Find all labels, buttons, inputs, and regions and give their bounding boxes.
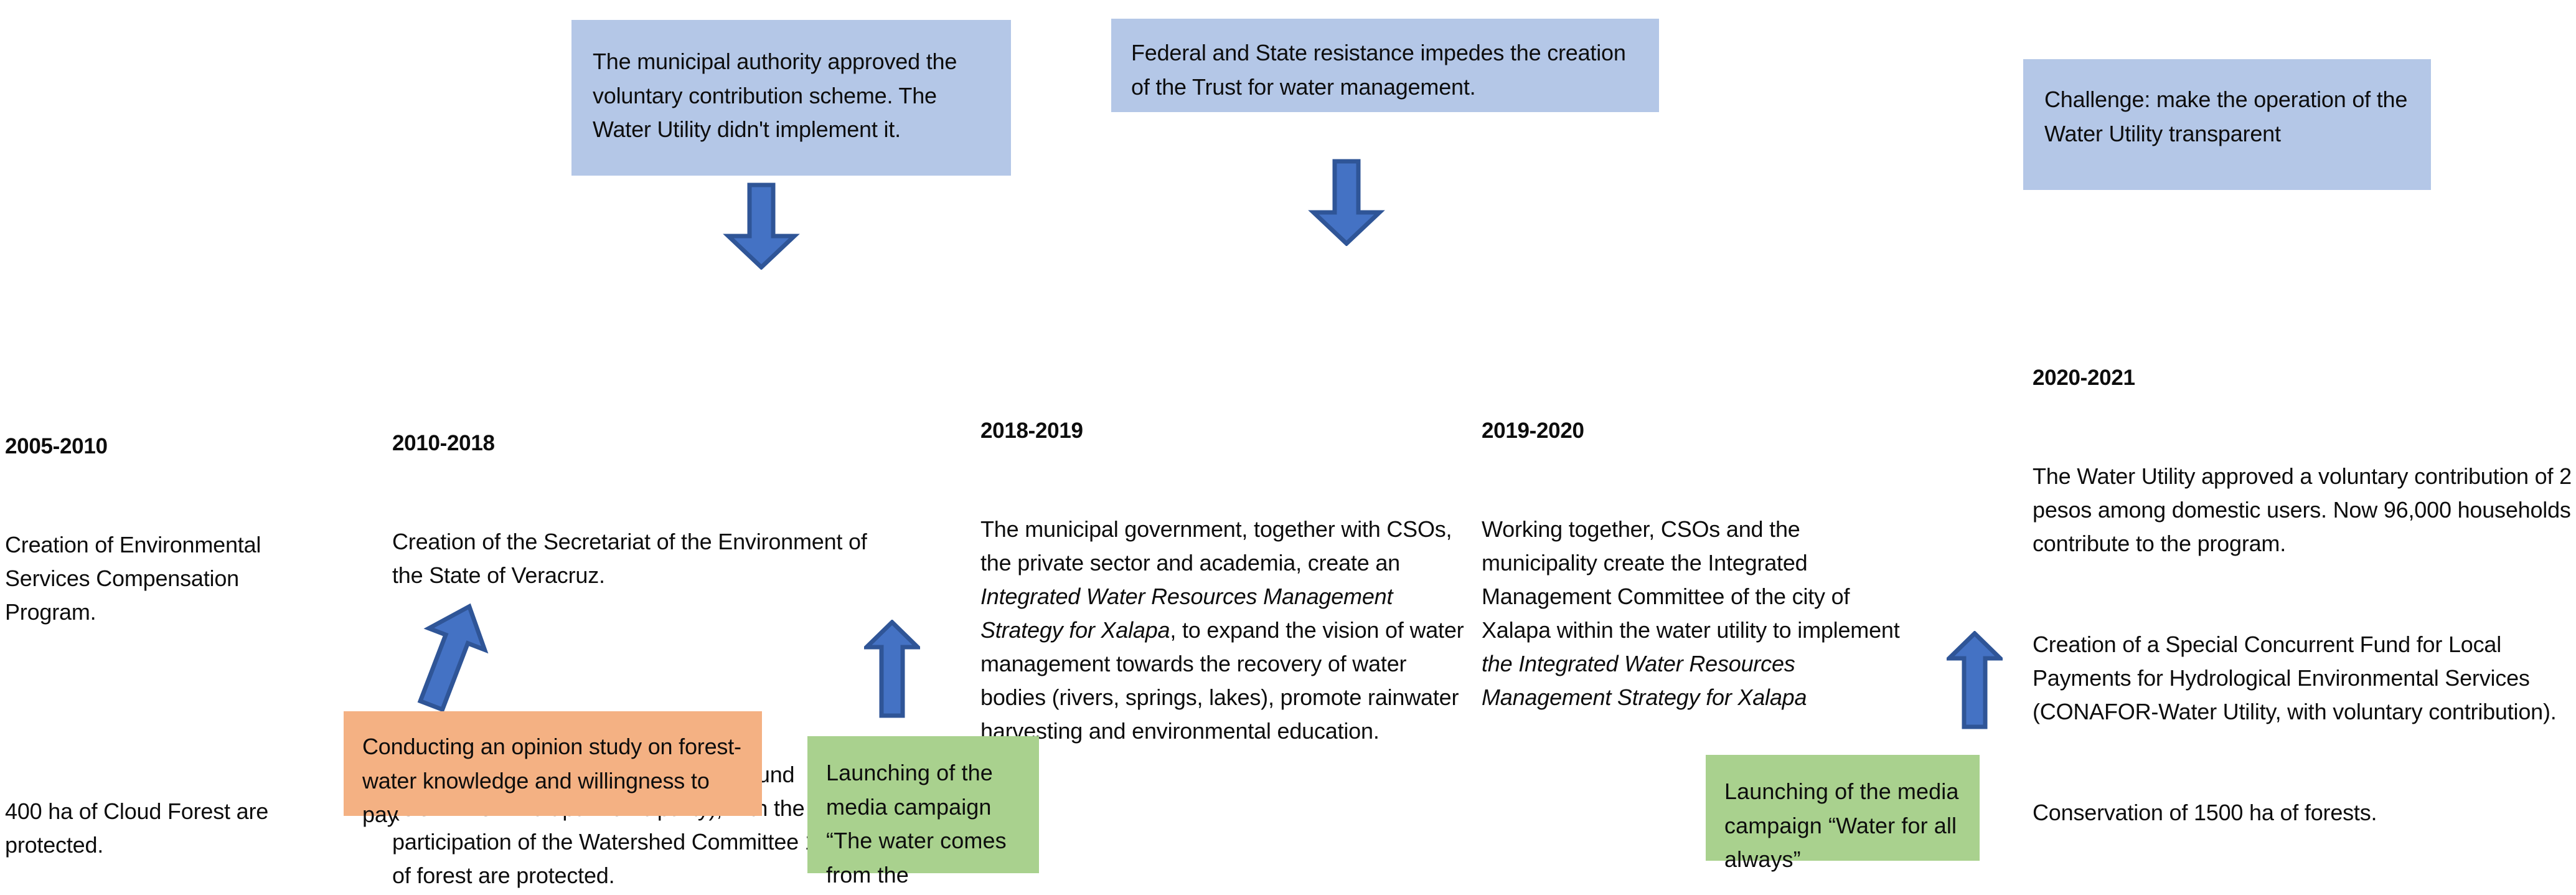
period-title: 2020-2021	[2033, 366, 2135, 390]
period-2005-2010: 2005-2010 Creation of Environmental Serv…	[5, 364, 291, 895]
paragraph-spacer	[5, 696, 291, 727]
italic-strategy-title: the Integrated Water Resources Managemen…	[1482, 651, 1807, 711]
period-title: 2018-2019	[980, 419, 1083, 443]
period-title: 2019-2020	[1482, 419, 1584, 443]
period-2020-2021: 2020-2021 The Water Utility approved a v…	[2033, 296, 2576, 895]
period-paragraph: 400 ha of Cloud Forest are protected.	[5, 798, 275, 858]
period-2018-2019: 2018-2019 The municipal government, toge…	[980, 349, 1472, 815]
period-paragraph: Creation of Environmental Services Compe…	[5, 532, 268, 625]
callout-challenge-transparency: Challenge: make the operation of the Wat…	[2023, 59, 2431, 190]
arrow-up-1	[864, 620, 920, 719]
callout-federal-state-resistance: Federal and State resistance impedes the…	[1111, 19, 1659, 112]
callout-municipal-authority: The municipal authority approved the vol…	[571, 20, 1011, 176]
period-paragraph: Creation of a Special Concurrent Fund fo…	[2033, 632, 2557, 725]
period-paragraph: Conservation of 1500 ha of forests.	[2033, 800, 2377, 826]
period-2019-2020: 2019-2020 Working together, CSOs and the…	[1482, 349, 1911, 782]
period-paragraph: The Water Utility approved a voluntary c…	[2033, 463, 2572, 557]
period-title: 2010-2018	[392, 431, 495, 455]
callout-campaign-water-for-all: Launching of the media campaign “Water f…	[1706, 755, 1980, 872]
period-paragraph: The municipal government, together with …	[980, 516, 1470, 744]
arrow-up-tilted	[397, 599, 503, 714]
arrow-up-2	[1947, 631, 2003, 731]
period-paragraph: Creation of the Secretariat of the Envir…	[392, 529, 873, 589]
callout-opinion-study: Conducting an opinion study on forest-wa…	[344, 711, 762, 827]
italic-strategy-title: Integrated Water Resources Management St…	[980, 584, 1399, 643]
arrow-down-1	[715, 182, 808, 270]
arrow-down-2	[1300, 159, 1393, 246]
period-title: 2005-2010	[5, 434, 108, 458]
callout-campaign-watersheds: Launching of the media campaign “The wat…	[807, 736, 1039, 888]
period-paragraph: Working together, CSOs and the municipal…	[1482, 516, 1906, 711]
